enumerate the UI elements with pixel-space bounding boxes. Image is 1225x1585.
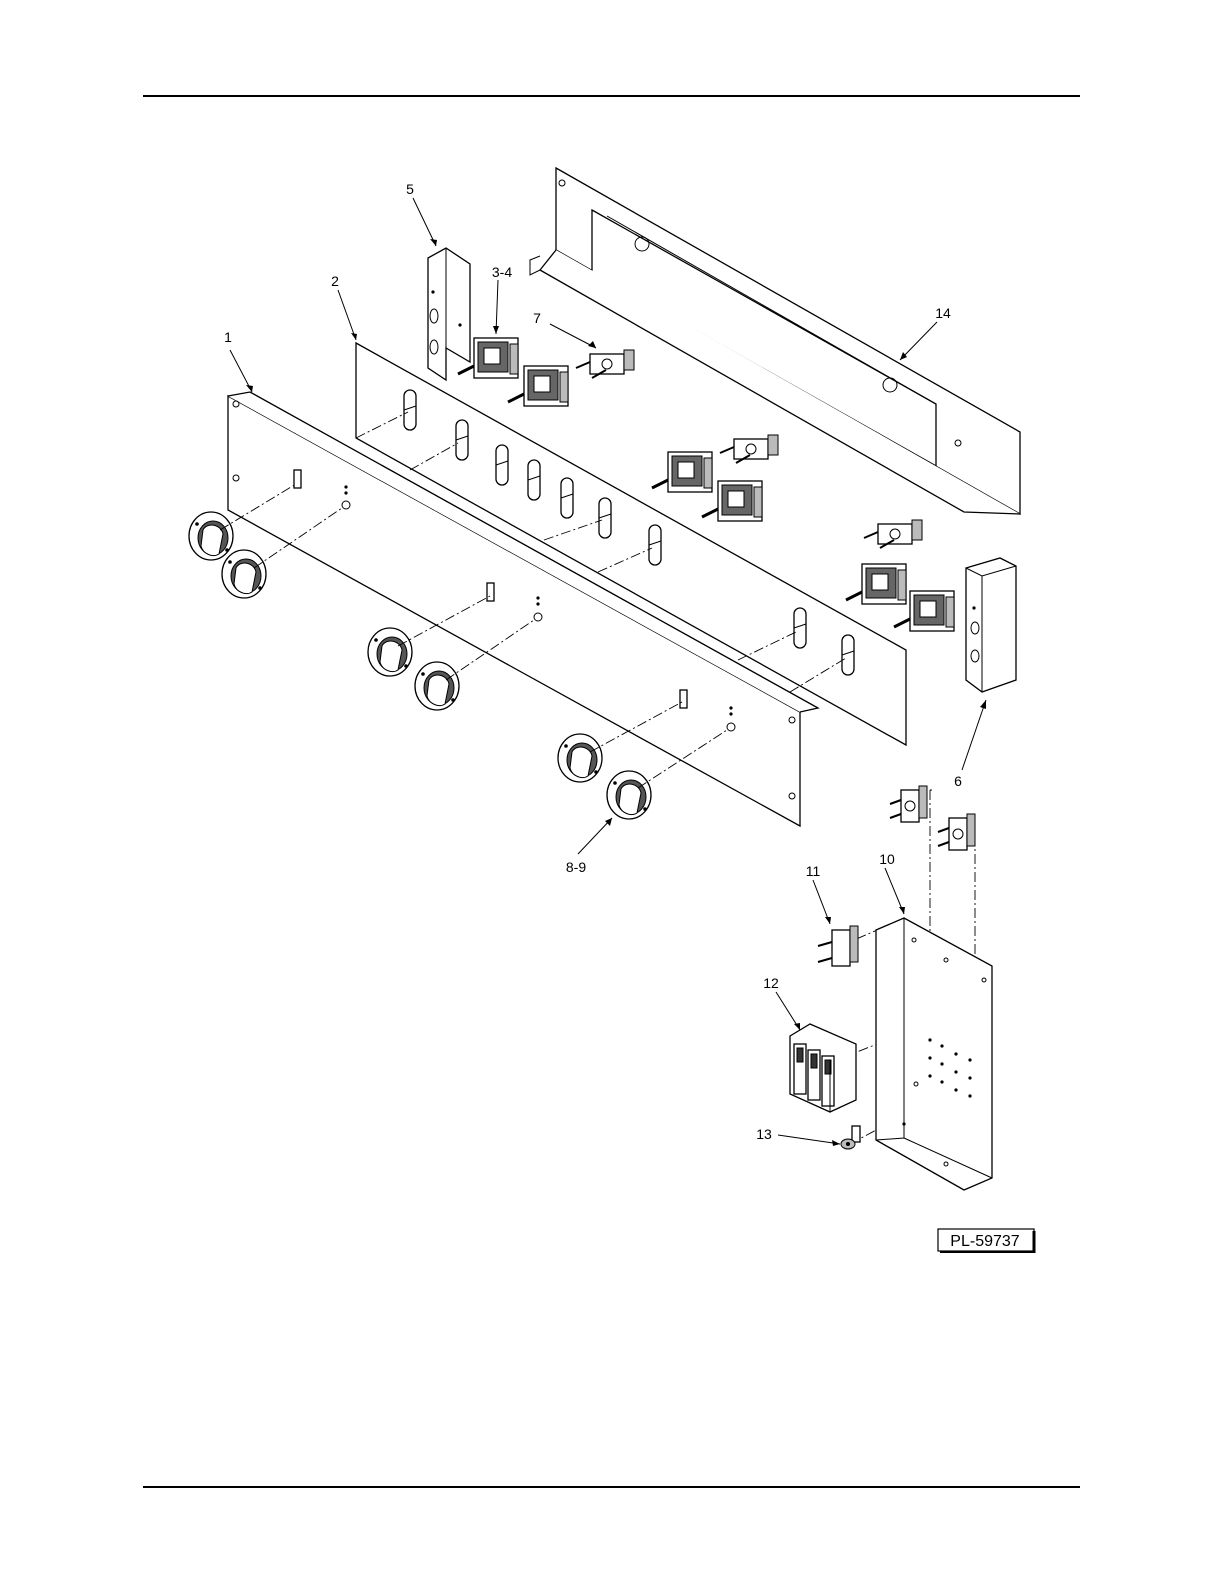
part-12-power-block: [790, 1024, 856, 1112]
part-11-terminal-block: [818, 926, 858, 966]
figure-reference: PL-59737: [950, 1233, 1019, 1250]
callout-2: 2: [331, 273, 339, 289]
callout-6: 6: [954, 773, 962, 789]
part-5-bracket: [428, 248, 470, 380]
part-10-mounting-bracket: [876, 918, 992, 1190]
callout-7: 7: [533, 310, 541, 326]
callout-14: 14: [935, 305, 951, 321]
part-6-side-box: [966, 558, 1016, 692]
callout-3-4: 3-4: [492, 264, 512, 280]
part-14-rear-channel: [530, 168, 1020, 514]
callout-12: 12: [763, 975, 779, 991]
callout-13: 13: [756, 1126, 772, 1142]
part-13-ground-lug: [841, 1126, 860, 1149]
part-10-standoffs: [890, 786, 975, 850]
callout-5: 5: [406, 181, 414, 197]
callout-8-9: 8-9: [566, 859, 586, 875]
figure-reference-box: PL-59737: [938, 1229, 1035, 1253]
callout-10: 10: [879, 851, 895, 867]
callout-1: 1: [224, 329, 232, 345]
callout-11: 11: [806, 863, 821, 879]
